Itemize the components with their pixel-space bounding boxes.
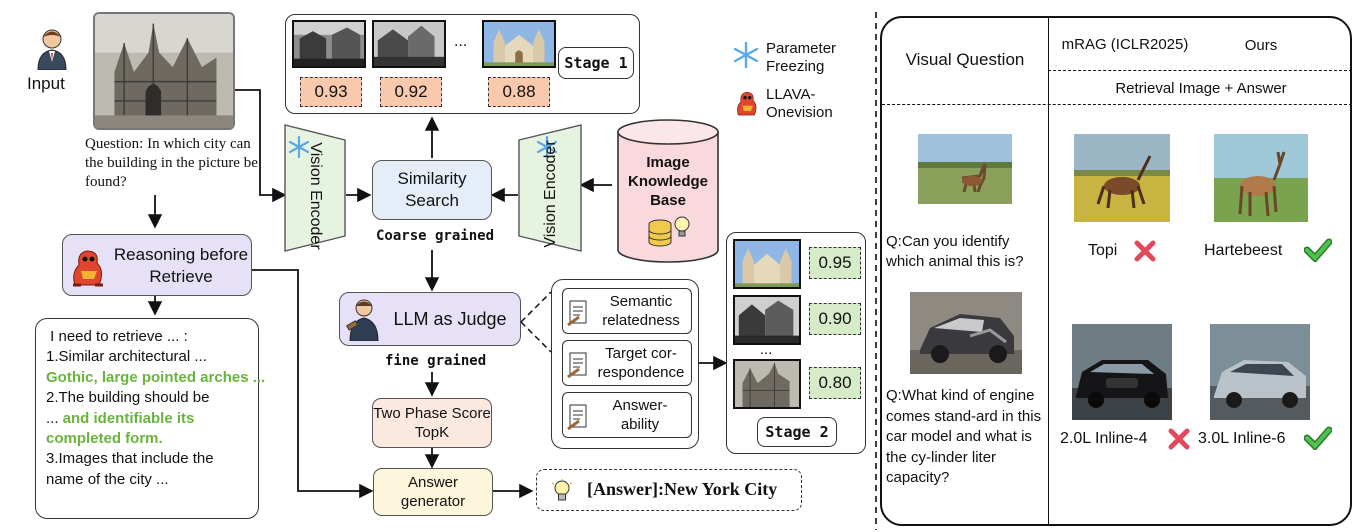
vision-encoder-right: Vision Encoder	[518, 124, 582, 252]
header-ours: Ours	[1244, 36, 1278, 54]
fine-grained-label: fine grained	[385, 353, 487, 369]
llava-legend-icon	[733, 88, 761, 118]
q2-ours-image	[1210, 324, 1310, 420]
stage1-panel: ... Stage 1 0.93 0.92 0.88	[285, 14, 640, 114]
answer-generator-box: Answer generator	[373, 468, 493, 516]
answer-text: [Answer]:New York City	[587, 479, 778, 499]
q2-mrag-answer: 2.0L Inline-4	[1060, 430, 1148, 447]
reasoning-output-lines: I need to retrieve ... : 1.Similar archit…	[46, 327, 266, 490]
subheader-retrieval: Retrieval Image + Answer	[1115, 79, 1287, 97]
stage2-ellipsis: ...	[759, 341, 773, 358]
stage1-ellipsis: ...	[454, 33, 468, 50]
document-icon	[567, 351, 591, 379]
q2-question: Q:What kind of engine comes stand-ard in…	[886, 387, 1042, 487]
cross-icon	[1168, 428, 1190, 450]
reasoning-output-box: I need to retrieve ... : 1.Similar archit…	[35, 318, 266, 519]
table-subheader-divider	[1048, 70, 1352, 71]
stage1-thumbnail-1	[292, 20, 366, 68]
q2-ours-answer: 3.0L Inline-6	[1198, 430, 1286, 447]
stage2-thumbnail-1	[733, 239, 801, 289]
coarse-grained-label: Coarse grained	[376, 228, 495, 244]
stage2-score-1: 0.95	[809, 247, 861, 279]
reasoning-line: ... and identifiable its	[46, 409, 195, 427]
criterion-answerability-label: Answer-ability	[612, 397, 668, 433]
reasoning-line: 1.Similar architectural ...	[46, 348, 207, 366]
q1-ours-answer: Hartebeest	[1204, 242, 1283, 259]
reasoning-line: name of the city ...	[46, 470, 169, 488]
q2-mrag-image	[1072, 324, 1172, 420]
table-header-divider	[882, 104, 1352, 105]
reasoning-line: 3.Images that include the	[46, 450, 214, 468]
reasoning-line: completed form.	[46, 430, 163, 448]
reasoning-line: 2.The building should be	[46, 389, 210, 407]
llm-judge-label: LLM as Judge	[393, 308, 507, 329]
document-icon	[567, 403, 591, 431]
judge-icon	[345, 297, 380, 342]
stage1-score-1: 0.93	[300, 77, 362, 107]
criterion-semantic-label: Semantic relatedness	[602, 293, 680, 329]
criterion-semantic: Semantic relatedness	[562, 288, 692, 334]
legend-llava-label: LLAVA-Onevision	[766, 86, 833, 121]
stage2-label: Stage 2	[757, 417, 837, 447]
check-icon	[1303, 426, 1333, 452]
q2-car-image	[910, 292, 1022, 374]
image-knowledge-base-label: Image Knowledge Base	[627, 153, 708, 209]
criterion-target: Target cor-respondence	[562, 340, 692, 386]
reasoning-label: Reasoning before Retrieve	[113, 245, 249, 286]
two-phase-score-box: Two Phase Score TopK	[372, 398, 492, 448]
snowflake-legend-icon	[733, 41, 759, 69]
stage2-thumbnail-2	[733, 295, 801, 345]
judge-criteria-panel: Semantic relatedness Target cor-responde…	[551, 279, 699, 449]
q1-mrag-image	[1074, 134, 1170, 222]
vision-encoder-left-label: Vision Encoder	[307, 142, 324, 250]
database-bulb-icon	[646, 214, 692, 248]
stage2-score-3: 0.80	[809, 367, 861, 399]
similarity-search-box: Similarity Search	[372, 160, 492, 220]
q1-mrag-answer: Topi	[1088, 242, 1118, 259]
criterion-answerability: Answer-ability	[562, 392, 692, 438]
llm-judge-box: LLM as Judge	[339, 292, 521, 346]
stage1-score-3: 0.88	[488, 77, 550, 107]
vision-encoder-left: Vision Encoder	[284, 124, 346, 252]
answer-output-box: [Answer]:New York City	[536, 469, 802, 511]
input-label: Input	[27, 74, 65, 93]
q1-question: Q:Can you identify which animal this is?	[886, 233, 1024, 270]
reasoning-box: Reasoning before Retrieve	[62, 234, 252, 296]
question-text: Question: In which city can the building…	[85, 136, 258, 190]
person-icon	[36, 28, 68, 71]
image-knowledge-base: Image Knowledge Base	[616, 118, 720, 264]
stage2-score-2: 0.90	[809, 303, 861, 335]
reasoning-line: I need to retrieve ... :	[46, 328, 188, 345]
header-visual-question: Visual Question	[905, 50, 1025, 69]
stage1-thumbnail-3	[482, 20, 556, 68]
vision-encoder-right-label: Vision Encoder	[542, 140, 559, 248]
check-icon	[1303, 238, 1333, 264]
header-mrag: mRAG (ICLR2025)	[1061, 35, 1189, 53]
llava-icon	[67, 245, 109, 289]
stage1-score-2: 0.92	[380, 77, 442, 107]
snowflake-icon	[288, 135, 310, 159]
snowflake-icon	[536, 135, 558, 159]
q1-antelope-image	[918, 134, 1012, 204]
stage1-thumbnail-2	[372, 20, 446, 68]
stage2-thumbnail-3	[733, 359, 801, 409]
lightbulb-icon	[551, 479, 573, 503]
stage1-label: Stage 1	[558, 47, 634, 79]
document-icon	[567, 299, 591, 327]
input-building-image	[93, 12, 235, 130]
comparison-table: Visual Question mRAG (ICLR2025) Ours Ret…	[880, 16, 1352, 526]
table-column-divider	[1048, 18, 1049, 524]
criterion-target-label: Target cor-respondence	[597, 345, 685, 381]
legend-freeze-label: Parameter Freezing	[766, 40, 837, 75]
cross-icon	[1134, 240, 1156, 262]
q1-ours-image	[1214, 134, 1308, 222]
stage2-panel: 0.95 0.90 ... 0.80 Stage 2	[726, 232, 866, 454]
reasoning-line: Gothic, large pointed arches ...	[46, 368, 266, 386]
